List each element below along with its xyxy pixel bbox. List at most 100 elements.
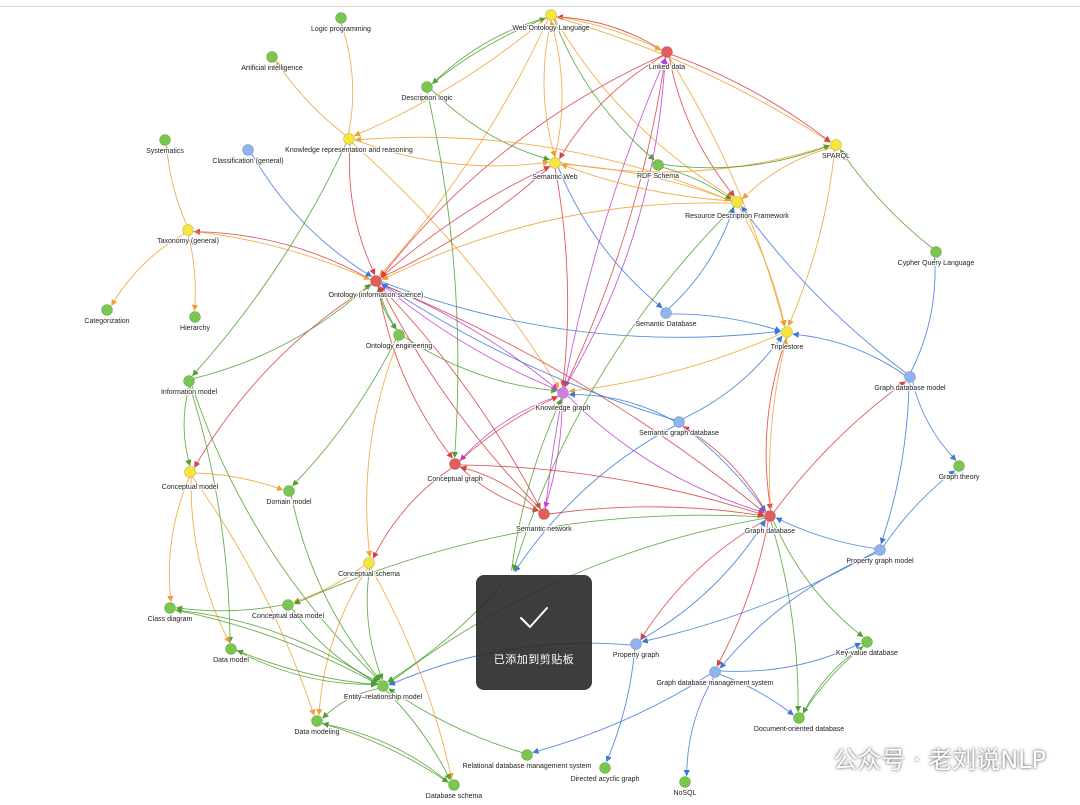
node-krr[interactable] — [343, 133, 355, 145]
edge-concgraph-to-concschema — [372, 467, 452, 559]
edge-gdbms-to-nosql — [683, 677, 714, 777]
node-label-kg: Knowledge graph — [536, 405, 591, 412]
node-label-cypher: Cypher Query Language — [898, 260, 975, 267]
edge-dbschema-to-datamodeling — [322, 721, 450, 784]
edge-owl-to-linked — [556, 16, 662, 51]
node-infomodel[interactable] — [183, 375, 195, 387]
node-linked[interactable] — [661, 46, 673, 58]
node-semdb[interactable] — [660, 307, 672, 319]
node-datamodeling[interactable] — [311, 715, 323, 727]
edge-rdbms-to-er — [388, 688, 523, 754]
node-owl[interactable] — [545, 9, 557, 21]
node-label-graphtheory: Graph theory — [939, 474, 980, 481]
edge-graphdb-to-kvdb — [772, 520, 864, 638]
node-dag[interactable] — [599, 762, 611, 774]
edge-semweb-to-kg — [554, 168, 569, 388]
node-label-docdb: Document-oriented database — [754, 726, 844, 733]
edge-sparql-to-triplestore — [787, 150, 836, 327]
node-rdf[interactable] — [731, 196, 743, 208]
node-label-semweb: Semantic Web — [532, 174, 577, 181]
node-gdbms[interactable] — [709, 666, 721, 678]
edge-propgraphmodel-to-gdbms — [719, 552, 876, 669]
node-label-semdb: Semantic Database — [635, 321, 696, 328]
node-systematics[interactable] — [159, 134, 171, 146]
node-label-dl: Description logic — [401, 95, 453, 102]
node-hierarchy[interactable] — [189, 311, 201, 323]
node-label-ai: Artificial intelligence — [241, 65, 303, 72]
node-dommodel[interactable] — [283, 485, 295, 497]
node-kvdb[interactable] — [861, 636, 873, 648]
node-label-concschema: Conceptual schema — [338, 571, 400, 578]
edge-er-to-classdiag — [175, 607, 379, 685]
node-label-krr: Knowledge representation and reasoning — [285, 147, 413, 154]
node-label-semgdb: Semantic graph database — [639, 430, 719, 437]
node-graphdb[interactable] — [764, 510, 776, 522]
node-label-kvdb: Key-value database — [836, 650, 898, 657]
node-label-rdbms: Relational database management system — [463, 763, 592, 770]
edge-krr-to-infomodel — [192, 143, 347, 377]
node-label-gdbmodel: Graph database model — [874, 385, 946, 392]
edge-krr-to-ai — [276, 61, 346, 136]
node-dl[interactable] — [421, 81, 433, 93]
node-graphtheory[interactable] — [953, 460, 965, 472]
edge-onteng-to-kg — [403, 336, 558, 394]
edge-hidden-to-kg — [511, 398, 562, 571]
node-label-triplestore: Triplestore — [771, 344, 804, 351]
node-concschema[interactable] — [363, 557, 375, 569]
node-ontology[interactable] — [370, 275, 382, 287]
node-cypher[interactable] — [930, 246, 942, 258]
node-sparql[interactable] — [830, 139, 842, 151]
edge-dl-to-owl — [431, 17, 546, 85]
node-concdatamodel[interactable] — [282, 599, 294, 611]
node-concgraph[interactable] — [449, 458, 461, 470]
edge-semweb-to-sparql — [560, 144, 831, 173]
node-ai[interactable] — [266, 51, 278, 63]
node-semnet[interactable] — [538, 508, 550, 520]
node-label-dbschema: Database schema — [426, 793, 483, 800]
node-label-datamodeling: Data modeling — [294, 729, 339, 736]
edge-semgdb-to-kg — [568, 391, 674, 422]
nodes-layer — [101, 9, 965, 791]
edge-krr-to-kg — [352, 142, 560, 389]
edge-semweb-to-owl — [549, 20, 563, 158]
node-er[interactable] — [377, 680, 389, 692]
node-dbschema[interactable] — [448, 779, 460, 791]
edge-cypher-to-sparql — [840, 149, 933, 249]
node-triplestore[interactable] — [781, 326, 793, 338]
edge-gdbmodel-to-cypher — [910, 257, 939, 372]
node-nosql[interactable] — [679, 776, 691, 788]
node-propgraphmodel[interactable] — [874, 544, 886, 556]
edge-concdatamodel-to-er — [291, 608, 379, 683]
node-label-taxonomy: Taxonomy (general) — [157, 238, 219, 245]
node-logicprog[interactable] — [335, 12, 347, 24]
node-onteng[interactable] — [393, 329, 405, 341]
edge-gdbmodel-to-graphtheory — [912, 381, 957, 461]
node-label-gdbms: Graph database management system — [656, 680, 773, 687]
edge-infomodel-to-datamodel — [189, 386, 234, 644]
node-semweb[interactable] — [549, 157, 561, 169]
node-semgdb[interactable] — [673, 416, 685, 428]
edge-semgdb-to-triplestore — [683, 335, 783, 419]
edge-concgraph-to-kg — [459, 396, 559, 462]
node-docdb[interactable] — [793, 712, 805, 724]
edges-layer — [111, 14, 957, 784]
node-rdfs[interactable] — [652, 159, 664, 171]
node-concmodel[interactable] — [184, 466, 196, 478]
node-categ[interactable] — [101, 304, 113, 316]
node-propgraph[interactable] — [630, 638, 642, 650]
node-taxonomy[interactable] — [182, 224, 194, 236]
node-label-systematics: Systematics — [146, 148, 184, 155]
edge-gdbmodel-to-propgraphmodel — [879, 382, 910, 545]
edge-propgraph-to-graphdb — [639, 519, 766, 641]
edge-gdbms-to-rdbms — [532, 673, 711, 754]
node-datamodel[interactable] — [225, 643, 237, 655]
node-gdbmodel[interactable] — [904, 371, 916, 383]
node-classdiag[interactable] — [164, 602, 176, 614]
node-label-rdf: Resource Description Framework — [685, 213, 789, 220]
node-kg[interactable] — [557, 387, 569, 399]
edge-er-to-dbschema — [385, 690, 451, 781]
node-classif[interactable] — [242, 144, 254, 156]
node-rdbms[interactable] — [521, 749, 533, 761]
